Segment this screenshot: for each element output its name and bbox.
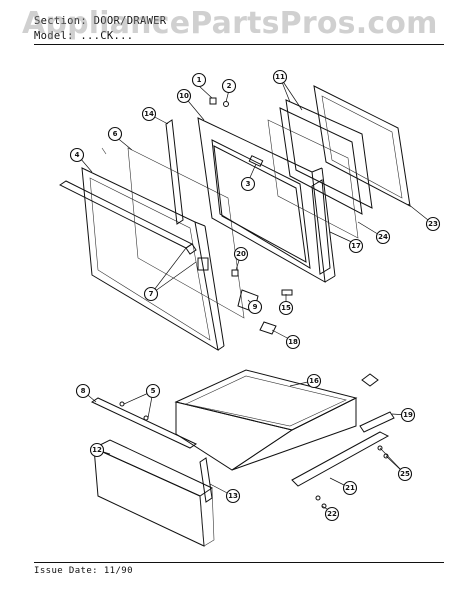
svg-text:13: 13	[228, 492, 238, 500]
svg-text:17: 17	[351, 242, 361, 250]
slide-screw-a	[377, 445, 383, 451]
door-glass	[127, 147, 245, 319]
drawer-front-panel	[92, 439, 215, 547]
door-back-panel	[313, 85, 411, 207]
callout-4: 4	[69, 147, 85, 163]
inner-door-frame	[197, 117, 336, 283]
svg-text:20: 20	[236, 250, 246, 258]
callout-2: 2	[221, 78, 237, 94]
svg-text:22: 22	[327, 510, 337, 518]
callout-17: 17	[348, 238, 364, 254]
hinge-pin	[281, 289, 293, 296]
drawer-slide-rail	[291, 431, 390, 487]
footer-rule	[34, 562, 444, 563]
section-label: Section: DOOR/DRAWER	[34, 15, 167, 27]
callout-14: 14	[141, 106, 157, 122]
rail-screw-a	[315, 495, 321, 501]
callout-22: 22	[324, 506, 340, 522]
svg-text:23: 23	[428, 220, 438, 228]
door-bumper	[209, 97, 217, 105]
model-label: Model: ...CK...	[34, 30, 134, 42]
svg-text:3: 3	[246, 180, 251, 188]
svg-text:5: 5	[151, 387, 156, 395]
leader-lines	[79, 76, 434, 513]
svg-text:6: 6	[113, 130, 118, 138]
svg-text:14: 14	[144, 110, 154, 118]
svg-text:15: 15	[281, 304, 291, 312]
svg-text:9: 9	[253, 303, 258, 311]
svg-text:18: 18	[288, 338, 298, 346]
svg-text:1: 1	[197, 76, 202, 84]
svg-text:16: 16	[309, 377, 319, 385]
callout-13: 13	[225, 488, 241, 504]
callout-15: 15	[278, 300, 294, 316]
svg-text:10: 10	[179, 92, 189, 100]
callout-6: 6	[107, 126, 123, 142]
handle-bracket	[197, 257, 209, 271]
issue-date: Issue Date: 11/90	[34, 566, 133, 576]
glass-pack	[279, 99, 373, 215]
drawer-top-rail	[90, 397, 198, 449]
door-liner	[267, 119, 359, 239]
callout-24: 24	[375, 229, 391, 245]
svg-text:25: 25	[400, 470, 410, 478]
hinge-channel	[311, 179, 331, 275]
drawer-slide-bracket	[359, 373, 395, 433]
diagram-header: Section: DOOR/DRAWER Model: ...CK...	[34, 14, 166, 44]
callout-5: 5	[145, 383, 161, 399]
callout-3: 3	[240, 176, 256, 192]
svg-text:4: 4	[75, 151, 80, 159]
callout-18: 18	[285, 334, 301, 350]
door-stop	[259, 321, 277, 335]
side-trim-strip	[165, 119, 184, 225]
door-screw	[223, 101, 229, 107]
callout-25: 25	[397, 466, 413, 482]
callout-19: 19	[400, 407, 416, 423]
callout-9: 9	[247, 299, 263, 315]
callout-21: 21	[342, 480, 358, 496]
callout-12: 12	[89, 442, 105, 458]
svg-text:8: 8	[81, 387, 86, 395]
svg-text:24: 24	[378, 233, 388, 241]
svg-text:11: 11	[275, 73, 285, 81]
callout-11: 11	[272, 69, 288, 85]
callout-20: 20	[233, 246, 249, 262]
door-handle	[59, 180, 197, 255]
callout-10: 10	[176, 88, 192, 104]
drawer-screw-a	[119, 401, 125, 407]
drawer-side-bracket	[199, 457, 213, 503]
callout-8: 8	[75, 383, 91, 399]
header-rule	[34, 44, 444, 45]
door-clip	[231, 269, 239, 277]
door-screw-top	[101, 147, 107, 155]
callout-7: 7	[143, 286, 159, 302]
svg-text:21: 21	[345, 484, 355, 492]
callout-1: 1	[191, 72, 207, 88]
drawer-screw-b	[143, 415, 149, 421]
svg-text:19: 19	[403, 411, 413, 419]
drawer-body	[174, 369, 358, 471]
svg-text:12: 12	[92, 446, 102, 454]
svg-text:2: 2	[227, 82, 232, 90]
svg-text:7: 7	[149, 290, 154, 298]
outer-door-panel	[81, 167, 225, 351]
callout-23: 23	[425, 216, 441, 232]
callout-16: 16	[306, 373, 322, 389]
